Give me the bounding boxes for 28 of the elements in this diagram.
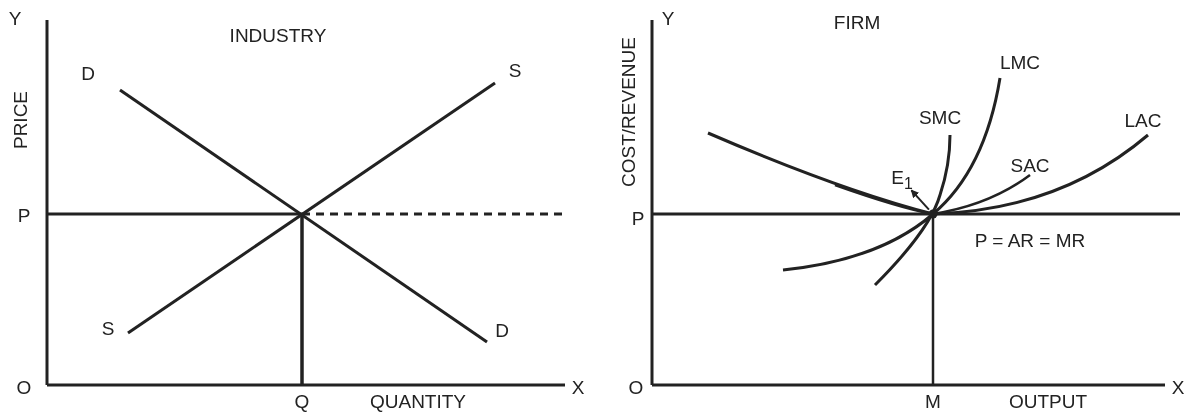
axis-label: P = AR = MR [974, 230, 1086, 250]
axis-label: SMC [918, 107, 962, 127]
point-label: E$_{1}$ [891, 168, 913, 192]
axis-title: COST/REVENUE [618, 37, 638, 187]
axis-label: Y [661, 8, 675, 28]
axis-title: PRICE [10, 90, 30, 150]
axis-label: Q [294, 391, 310, 411]
axis-label: O [16, 377, 32, 397]
axis-label: Y [8, 8, 22, 28]
axis-label: O [628, 377, 644, 397]
axis-label: P [631, 208, 645, 228]
axis-label: FIRM [833, 12, 881, 32]
axis-label: S [101, 318, 115, 338]
axis-label: P [17, 205, 31, 225]
axis-label: OUTPUT [1008, 391, 1088, 411]
axis-label: D [495, 320, 509, 340]
axis-label: LMC [999, 52, 1041, 72]
axis-label: SAC [1010, 155, 1050, 175]
axis-label: X [571, 377, 585, 397]
axis-label: QUANTITY [369, 391, 467, 411]
axis-label: S [508, 60, 522, 80]
equilibrium-point [928, 209, 938, 219]
leader-arrow [910, 189, 930, 211]
axis-label: INDUSTRY [229, 25, 327, 45]
axis-label: M [925, 391, 941, 411]
axis-label: X [1171, 377, 1185, 397]
axis-label: D [81, 63, 95, 83]
axis-label: LAC [1124, 110, 1162, 130]
